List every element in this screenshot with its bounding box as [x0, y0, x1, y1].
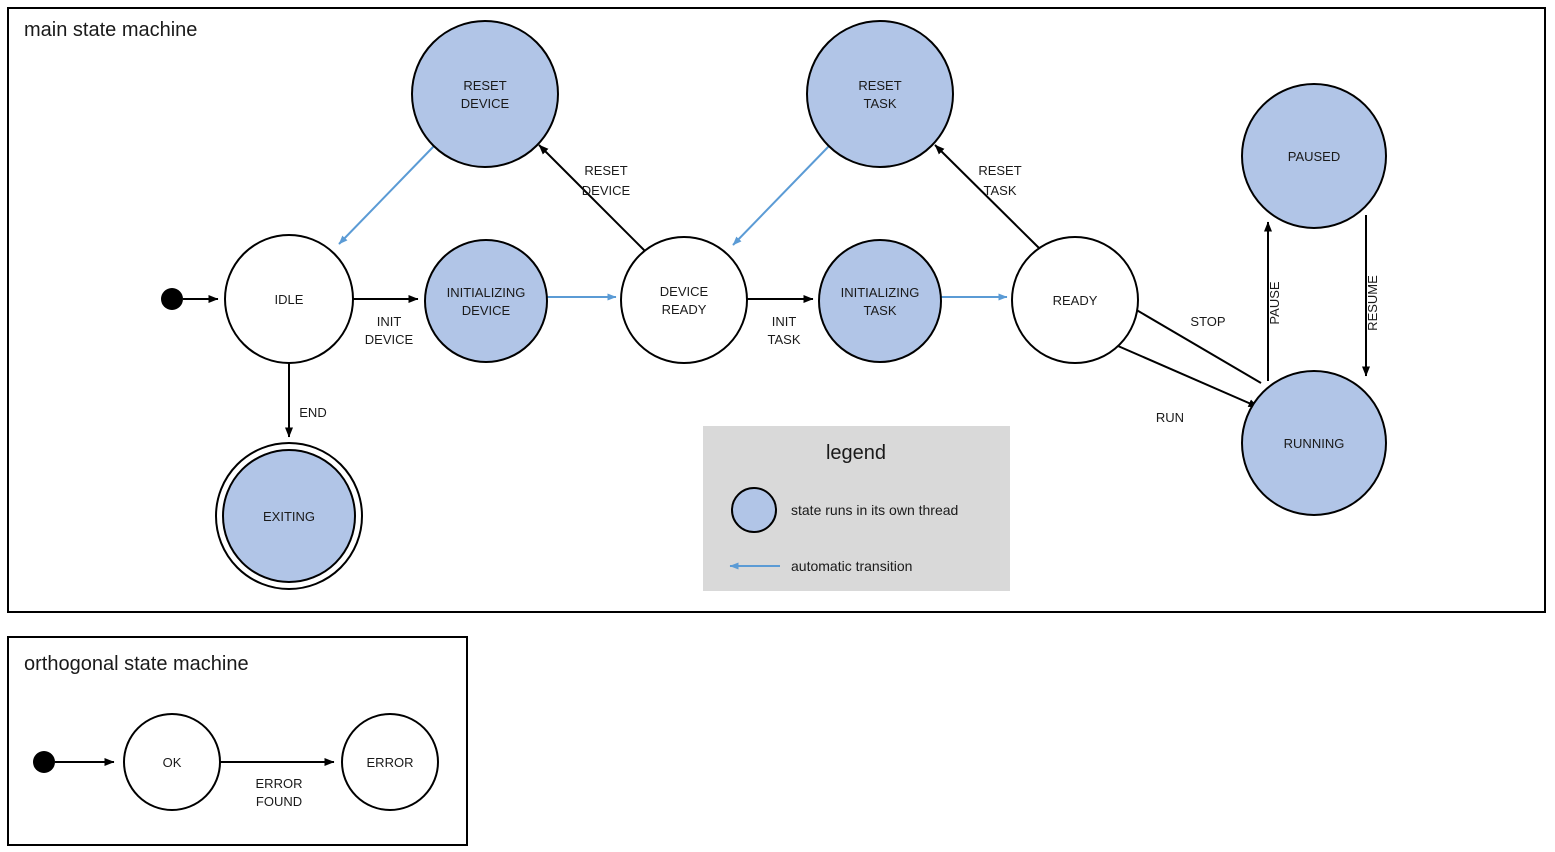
state-ready-label: READY: [1053, 293, 1098, 308]
edge-label-init-task-line1: INIT: [772, 314, 797, 329]
state-running-label: RUNNING: [1284, 436, 1345, 451]
state-resetting-task-circle[interactable]: [806, 20, 954, 168]
edge-label-error-found-line2: FOUND: [256, 794, 302, 809]
legend-thread-state-text: state runs in its own thread: [791, 502, 958, 518]
state-initializing-device-label-line2: DEVICE: [462, 303, 511, 318]
legend-auto-transition-text: automatic transition: [791, 558, 912, 574]
state-exiting-circle[interactable]: [222, 449, 356, 583]
state-paused-label: PAUSED: [1288, 149, 1341, 164]
state-initializing-device[interactable]: INITIALIZING DEVICE: [424, 239, 548, 363]
transition-resetting-device-to-idle: [338, 145, 435, 245]
orthogonal-frame-title: orthogonal state machine: [24, 653, 249, 675]
state-ok[interactable]: OK: [123, 713, 221, 811]
state-initializing-task-label-line2: TASK: [864, 303, 897, 318]
legend-title: legend: [826, 442, 886, 464]
state-resetting-device-label-line1: RESET: [463, 78, 506, 93]
state-initializing-device-label-line1: INITIALIZING: [447, 285, 526, 300]
state-initializing-task-circle[interactable]: [818, 239, 942, 363]
edge-label-error-found-line1: ERROR: [256, 776, 303, 791]
state-error-label: ERROR: [367, 755, 414, 770]
state-error[interactable]: ERROR: [341, 713, 439, 811]
state-device-ready-label-line2: READY: [662, 302, 707, 317]
state-ok-label: OK: [163, 755, 182, 770]
edge-label-resume: RESUME: [1365, 275, 1380, 331]
transition-ready-to-running: [1117, 345, 1259, 408]
edge-label-run: RUN: [1156, 410, 1184, 425]
state-ready-circle[interactable]: [1011, 236, 1139, 364]
state-error-circle[interactable]: [341, 713, 439, 811]
state-device-ready-label-line1: DEVICE: [660, 284, 709, 299]
edge-label-reset-task-line1: RESET: [978, 163, 1021, 178]
orthogonal-start-node: [33, 751, 55, 773]
state-idle-circle[interactable]: [224, 234, 354, 364]
edge-label-init-task-line2: TASK: [768, 332, 801, 347]
transition-resetting-task-to-device-ready: [732, 145, 830, 246]
state-paused-circle[interactable]: [1241, 83, 1387, 229]
state-exiting-label: EXITING: [263, 509, 315, 524]
legend: legend state runs in its own thread auto…: [703, 426, 1010, 591]
state-device-ready-circle[interactable]: [620, 236, 748, 364]
state-resetting-task-label-line2: TASK: [864, 96, 897, 111]
transitions-layer: [183, 144, 1370, 438]
edge-labels-layer: INIT DEVICE RESET DEVICE END INIT TASK R…: [299, 163, 1380, 425]
edge-label-pause: PAUSE: [1267, 281, 1282, 324]
state-resetting-device-circle[interactable]: [411, 20, 559, 168]
transition-ready-to-resetting-task: [934, 144, 1040, 249]
state-resetting-task-label-line1: RESET: [858, 78, 901, 93]
states-layer: IDLE RESET DEVICE INITIALIZING DEVICE DE…: [215, 20, 1387, 590]
edge-label-init-device-line2: DEVICE: [365, 332, 414, 347]
state-paused[interactable]: PAUSED: [1241, 83, 1387, 229]
edge-label-reset-task-line2: TASK: [984, 183, 1017, 198]
main-start-node: [161, 288, 183, 310]
edge-label-stop: STOP: [1190, 314, 1225, 329]
state-resetting-device[interactable]: RESET DEVICE: [411, 20, 559, 168]
state-device-ready[interactable]: DEVICE READY: [620, 236, 748, 364]
main-frame-title: main state machine: [24, 19, 197, 41]
state-idle[interactable]: IDLE: [224, 234, 354, 364]
state-initializing-task-label-line1: INITIALIZING: [841, 285, 920, 300]
state-running[interactable]: RUNNING: [1241, 370, 1387, 516]
edge-label-reset-device-line1: RESET: [584, 163, 627, 178]
transition-device-ready-to-resetting-device: [538, 144, 646, 252]
legend-thread-state-swatch-icon: [731, 487, 777, 533]
edge-label-reset-device-line2: DEVICE: [582, 183, 631, 198]
state-resetting-device-label-line2: DEVICE: [461, 96, 510, 111]
state-initializing-device-circle[interactable]: [424, 239, 548, 363]
state-idle-label: IDLE: [275, 292, 304, 307]
transition-running-to-ready: [1127, 304, 1262, 384]
edge-label-end: END: [299, 405, 326, 420]
state-initializing-task[interactable]: INITIALIZING TASK: [818, 239, 942, 363]
state-resetting-task[interactable]: RESET TASK: [806, 20, 954, 168]
state-exiting[interactable]: EXITING: [215, 442, 363, 590]
edge-label-init-device-line1: INIT: [377, 314, 402, 329]
state-ready[interactable]: READY: [1011, 236, 1139, 364]
state-running-circle[interactable]: [1241, 370, 1387, 516]
